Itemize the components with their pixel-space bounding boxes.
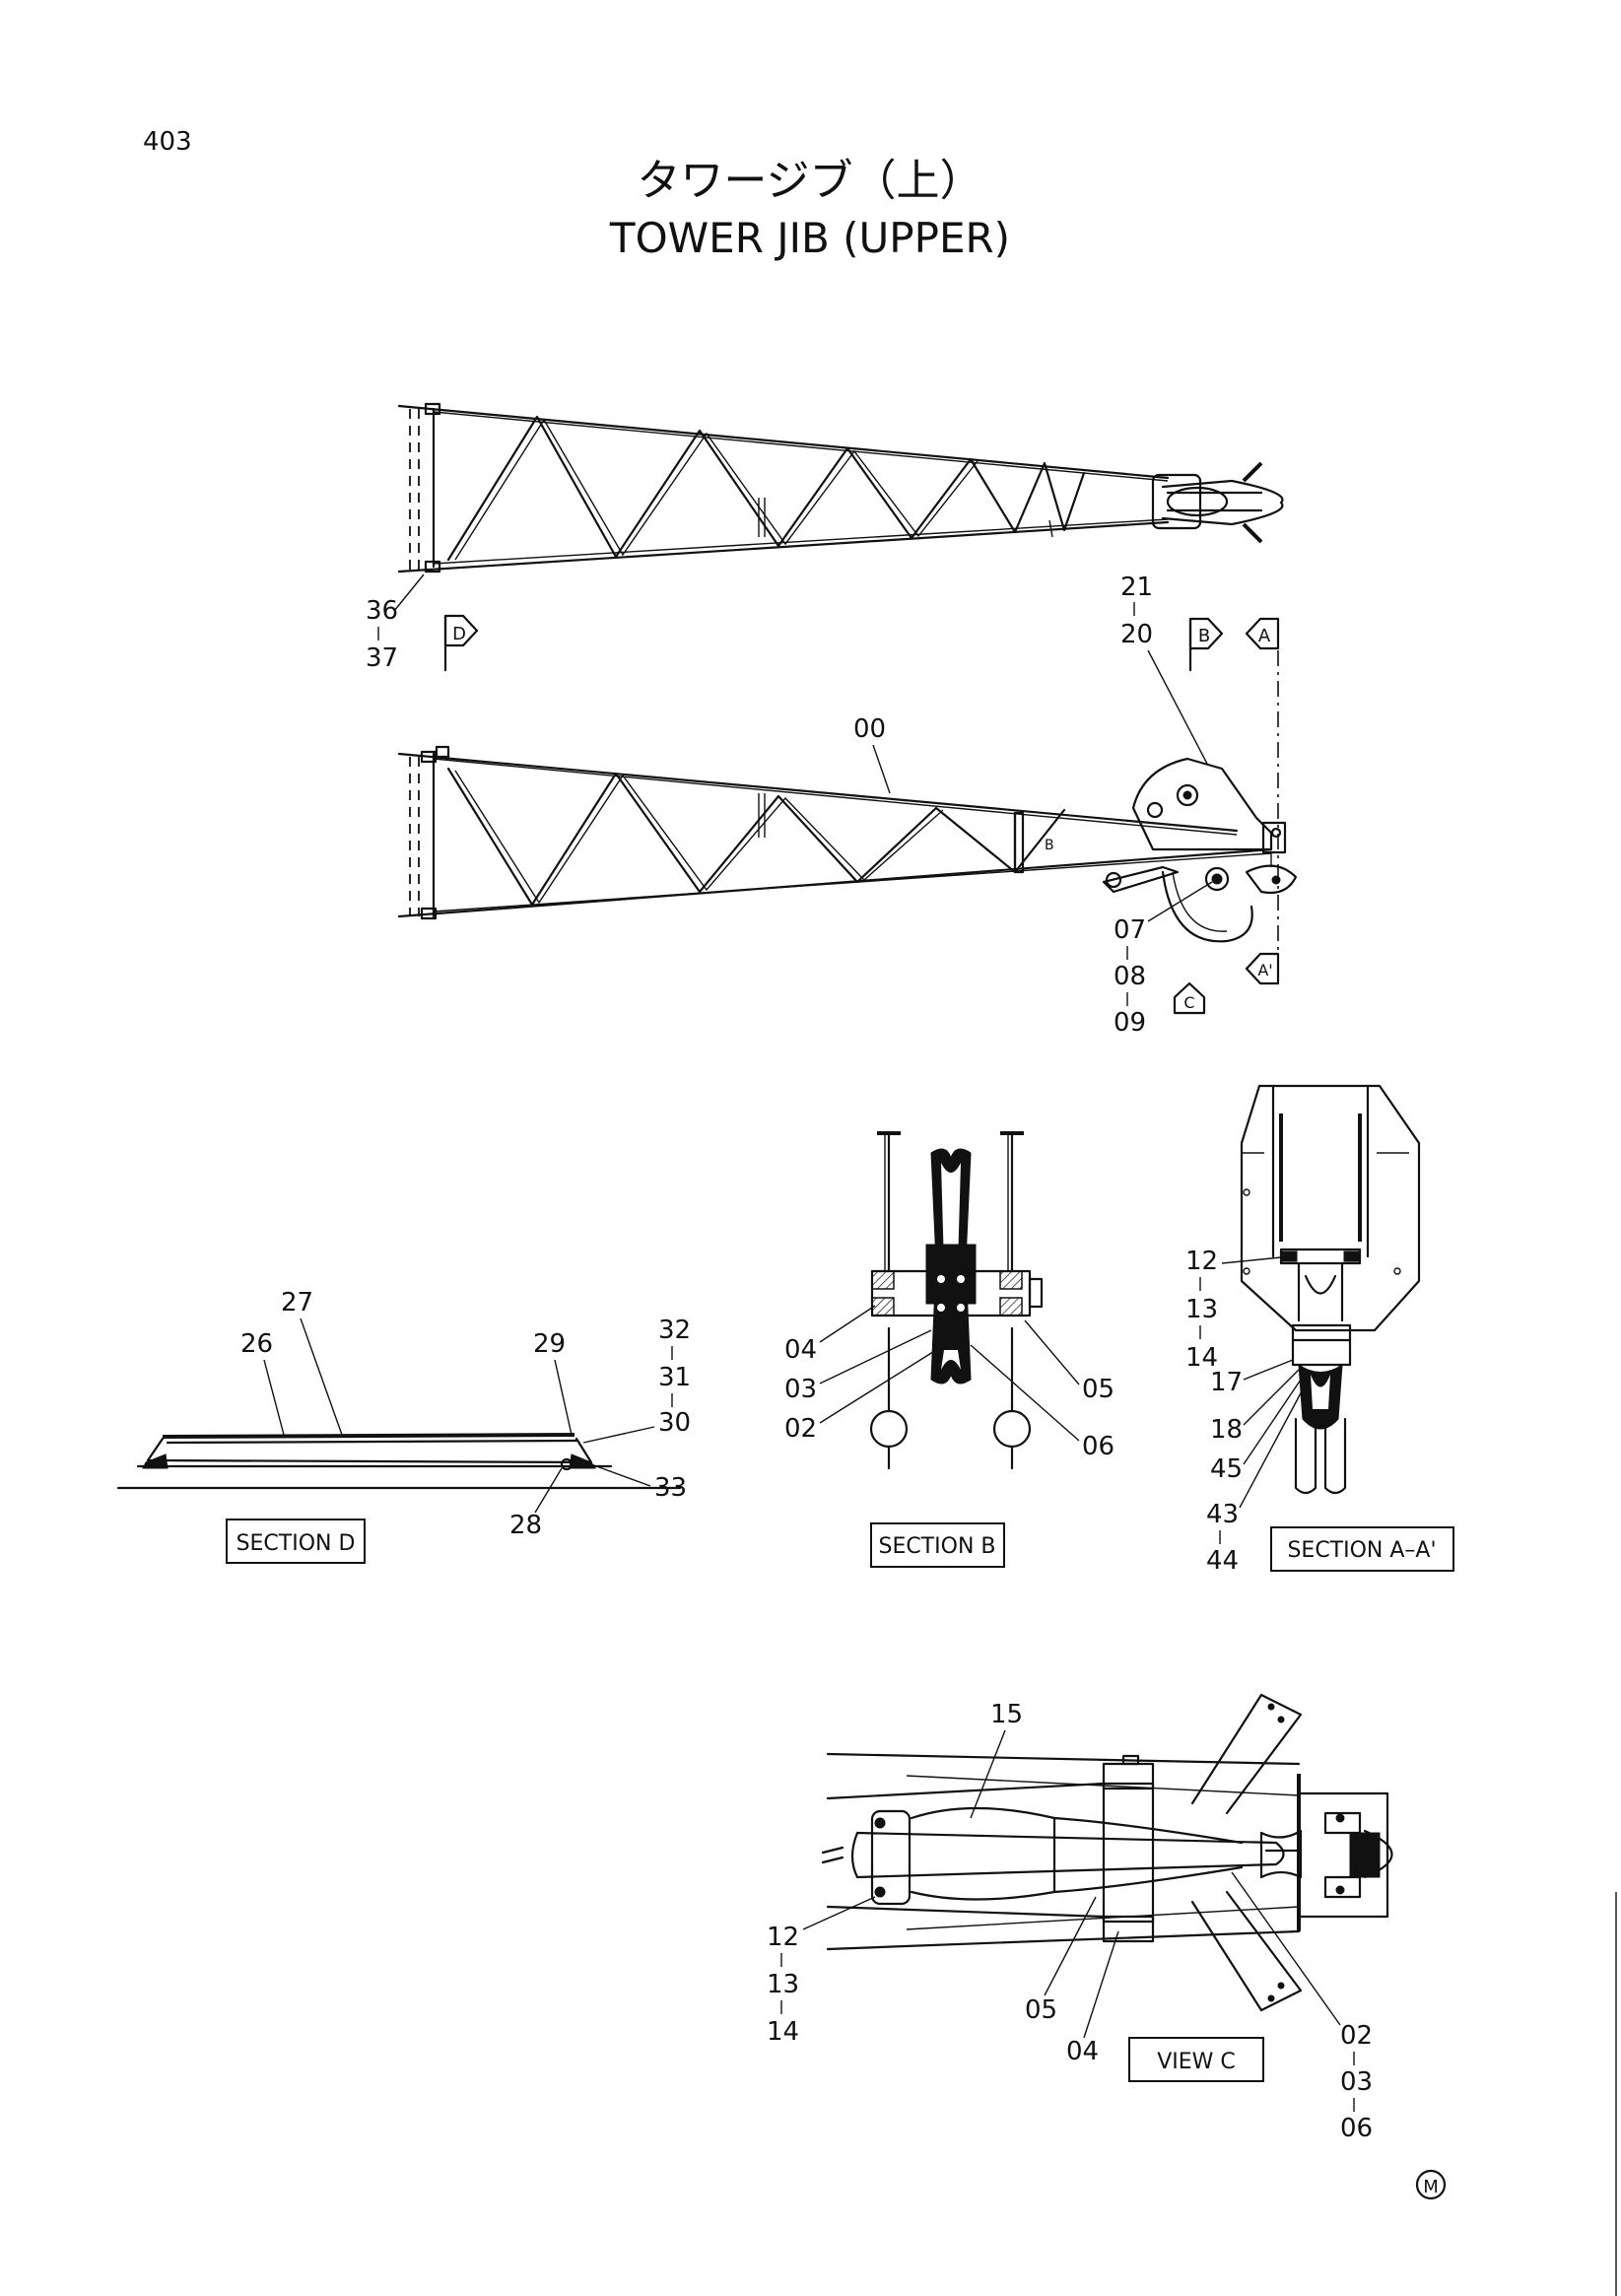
callout-09: 09 [1114, 1008, 1146, 1038]
callout-04-b: 04 [784, 1335, 817, 1365]
callout-29: 29 [533, 1329, 566, 1359]
svg-text:A: A [1258, 626, 1271, 646]
view-arrow-d: D [443, 614, 479, 672]
callout-30: 30 [658, 1408, 691, 1438]
view-c-label-box [1128, 2037, 1264, 2082]
title-japanese: タワージブ（上） [637, 156, 982, 206]
callout-b-mark: B [1045, 838, 1054, 853]
callout-18-aa: 18 [1210, 1415, 1243, 1445]
svg-text:D: D [452, 624, 466, 644]
callout-15-c: 15 [990, 1700, 1023, 1729]
svg-text:B: B [1198, 626, 1210, 646]
callout-20: 20 [1120, 620, 1153, 649]
callout-05-b: 05 [1082, 1375, 1114, 1404]
view-arrow-b: B [1188, 617, 1224, 672]
callout-28: 28 [509, 1511, 542, 1540]
section-aa-label-box [1270, 1526, 1454, 1572]
jib-side-view: B [397, 745, 1298, 943]
section-b-label: SECTION B [878, 1534, 995, 1559]
callout-07: 07 [1114, 915, 1146, 945]
callout-04-c: 04 [1066, 2037, 1099, 2066]
view-arrow-a-top: A [1245, 617, 1280, 650]
callout-32: 32 [658, 1316, 691, 1345]
svg-text:C: C [1183, 993, 1194, 1012]
section-aa-drawing [1240, 1084, 1421, 1495]
callout-12-c: 12 [767, 1923, 799, 1952]
callout-14-c: 14 [767, 2017, 799, 2047]
callout-21: 21 [1120, 573, 1153, 602]
callout-43-aa: 43 [1206, 1500, 1239, 1529]
m-mark-text: M [1423, 2177, 1439, 2197]
callout-31: 31 [658, 1363, 691, 1392]
callout-26: 26 [240, 1329, 273, 1359]
callout-02-b: 02 [784, 1414, 817, 1444]
callout-27: 27 [281, 1288, 313, 1317]
section-b-drawing [869, 1131, 1044, 1470]
callout-13-aa: 13 [1185, 1295, 1218, 1324]
callout-02-c: 02 [1340, 2021, 1373, 2051]
section-aa-label: SECTION A–A' [1287, 1538, 1436, 1563]
section-d-drawing [116, 1433, 682, 1490]
svg-text:A': A' [1257, 961, 1272, 979]
callout-00: 00 [853, 714, 886, 744]
callout-12-aa: 12 [1185, 1247, 1218, 1276]
section-d-label-box [226, 1519, 366, 1564]
view-arrow-a-bottom: A' [1245, 952, 1280, 985]
jib-top-view [397, 402, 1284, 574]
callout-03-b: 03 [784, 1375, 817, 1404]
callout-06-b: 06 [1082, 1432, 1114, 1461]
callout-17-aa: 17 [1210, 1368, 1243, 1397]
callout-03-c: 03 [1340, 2067, 1373, 2097]
callout-13-c: 13 [767, 1970, 799, 1999]
m-circle-mark [1415, 2169, 1447, 2200]
callout-37: 37 [366, 643, 398, 673]
callout-14-aa: 14 [1185, 1343, 1218, 1373]
callout-44-aa: 44 [1206, 1546, 1239, 1576]
view-arrow-c: C [1173, 981, 1206, 1015]
callout-06-c: 06 [1340, 2114, 1373, 2143]
title-english: TOWER JIB (UPPER) [609, 214, 1010, 262]
section-d-label: SECTION D [236, 1531, 356, 1556]
view-c-drawing [821, 1693, 1393, 2012]
callout-33: 33 [654, 1473, 687, 1503]
page-number: 403 [143, 127, 192, 157]
callout-45-aa: 45 [1210, 1454, 1243, 1484]
callout-05-c: 05 [1025, 1995, 1057, 2025]
view-c-label: VIEW C [1157, 2050, 1236, 2074]
callout-08: 08 [1114, 962, 1146, 991]
callout-36: 36 [366, 596, 398, 626]
section-b-label-box [870, 1522, 1005, 1568]
